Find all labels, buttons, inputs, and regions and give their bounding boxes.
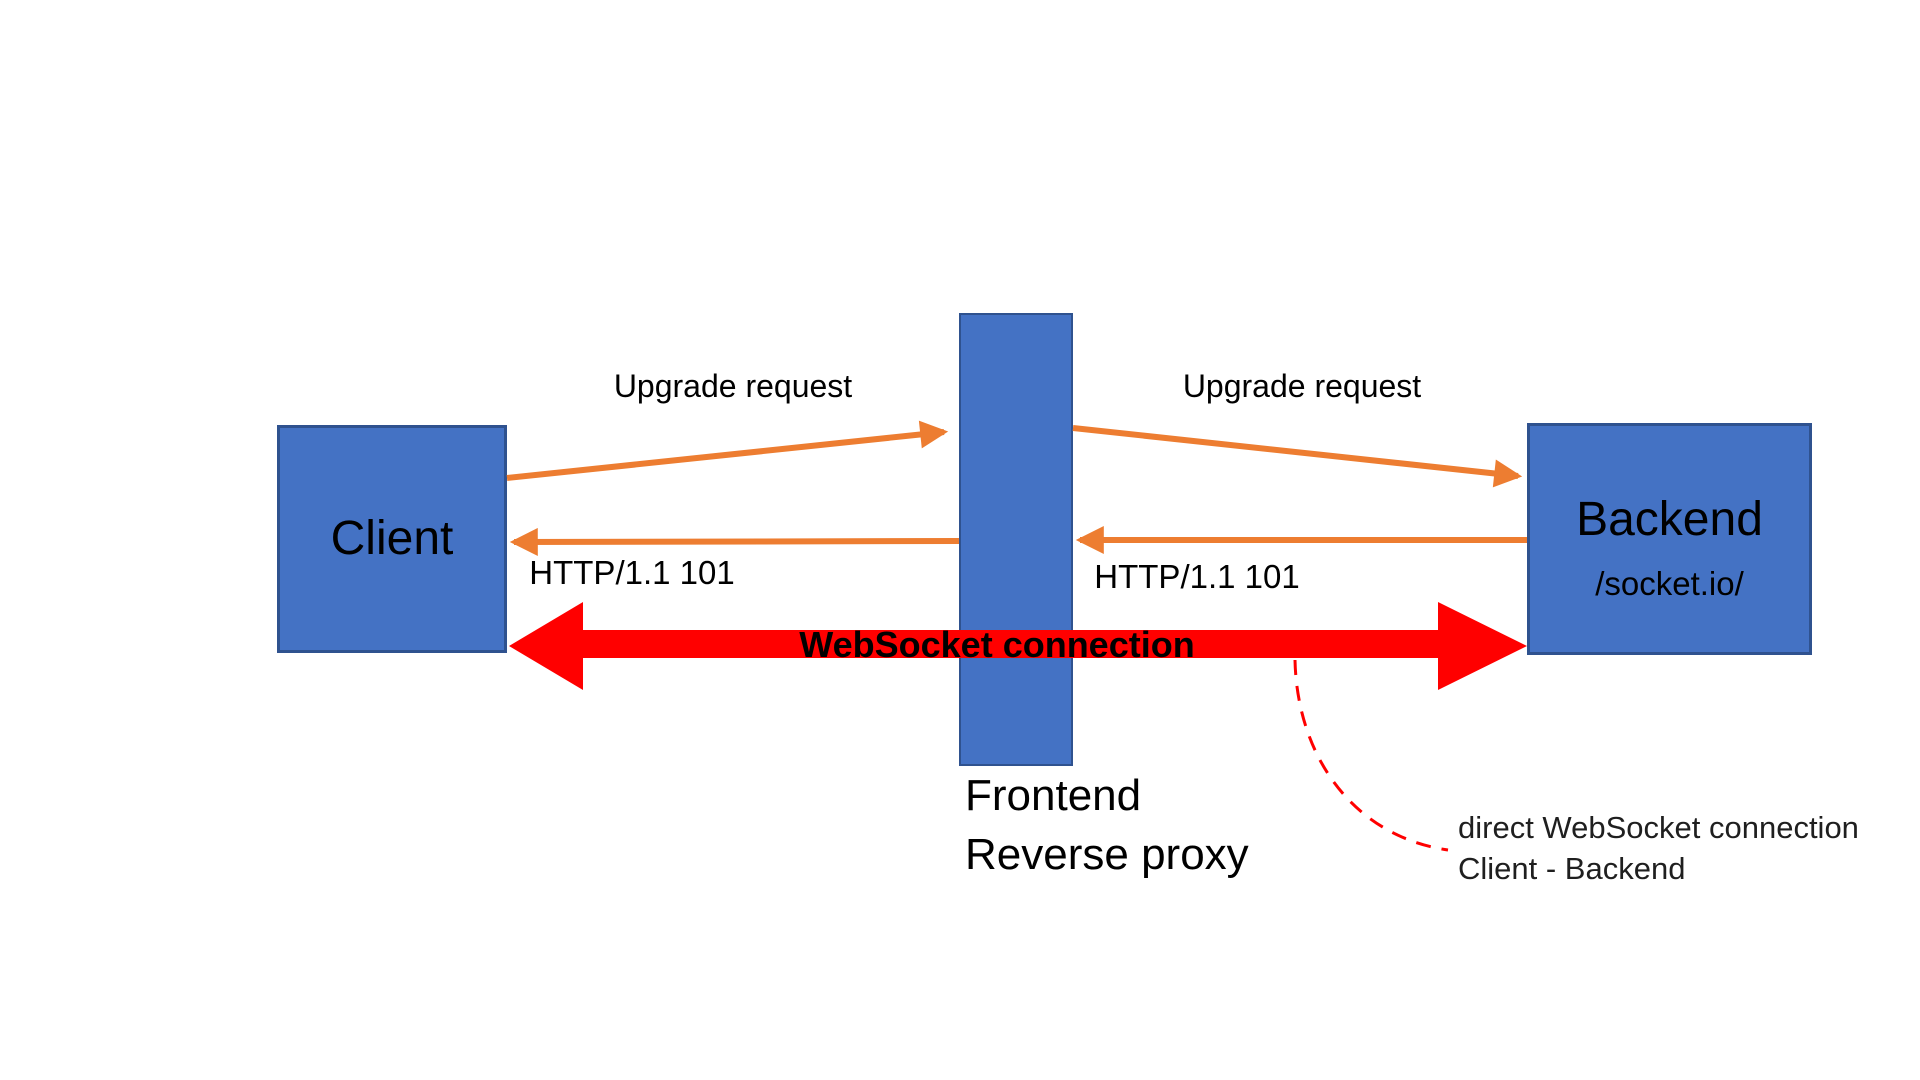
http-101-label-left: HTTP/1.1 101: [529, 554, 735, 591]
upgrade-request-label-left: Upgrade request: [613, 368, 853, 404]
upgrade-request-arrow-client-to-proxy: [506, 420, 949, 481]
direct-connection-annotation: direct WebSocket connection Client - Bac…: [1458, 807, 1859, 889]
http-101-label-right: HTTP/1.1 101: [1094, 558, 1300, 595]
backend-node: Backend /socket.io/: [1527, 423, 1812, 655]
client-node: Client: [277, 425, 507, 653]
annotation-callout-dashed-curve: [1293, 659, 1449, 852]
upgrade-request-arrow-proxy-to-backend: [1072, 425, 1523, 488]
annotation-line1: direct WebSocket connection: [1458, 810, 1859, 845]
http-101-arrow-proxy-to-client: [509, 527, 960, 556]
websocket-double-arrow: [509, 602, 1527, 690]
backend-path-label: /socket.io/: [1595, 565, 1744, 602]
reverse-proxy-caption: Frontend Reverse proxy: [965, 766, 1249, 884]
reverse-proxy-node: [959, 313, 1073, 766]
annotation-line2: Client - Backend: [1458, 851, 1686, 886]
reverse-proxy-caption-line1: Frontend: [965, 771, 1142, 820]
upgrade-request-label-right: Upgrade request: [1182, 368, 1422, 404]
reverse-proxy-caption-line2: Reverse proxy: [965, 830, 1249, 879]
backend-label: Backend: [1576, 493, 1763, 546]
websocket-connection-label: WebSocket connection: [799, 624, 1195, 665]
client-label: Client: [330, 512, 454, 565]
